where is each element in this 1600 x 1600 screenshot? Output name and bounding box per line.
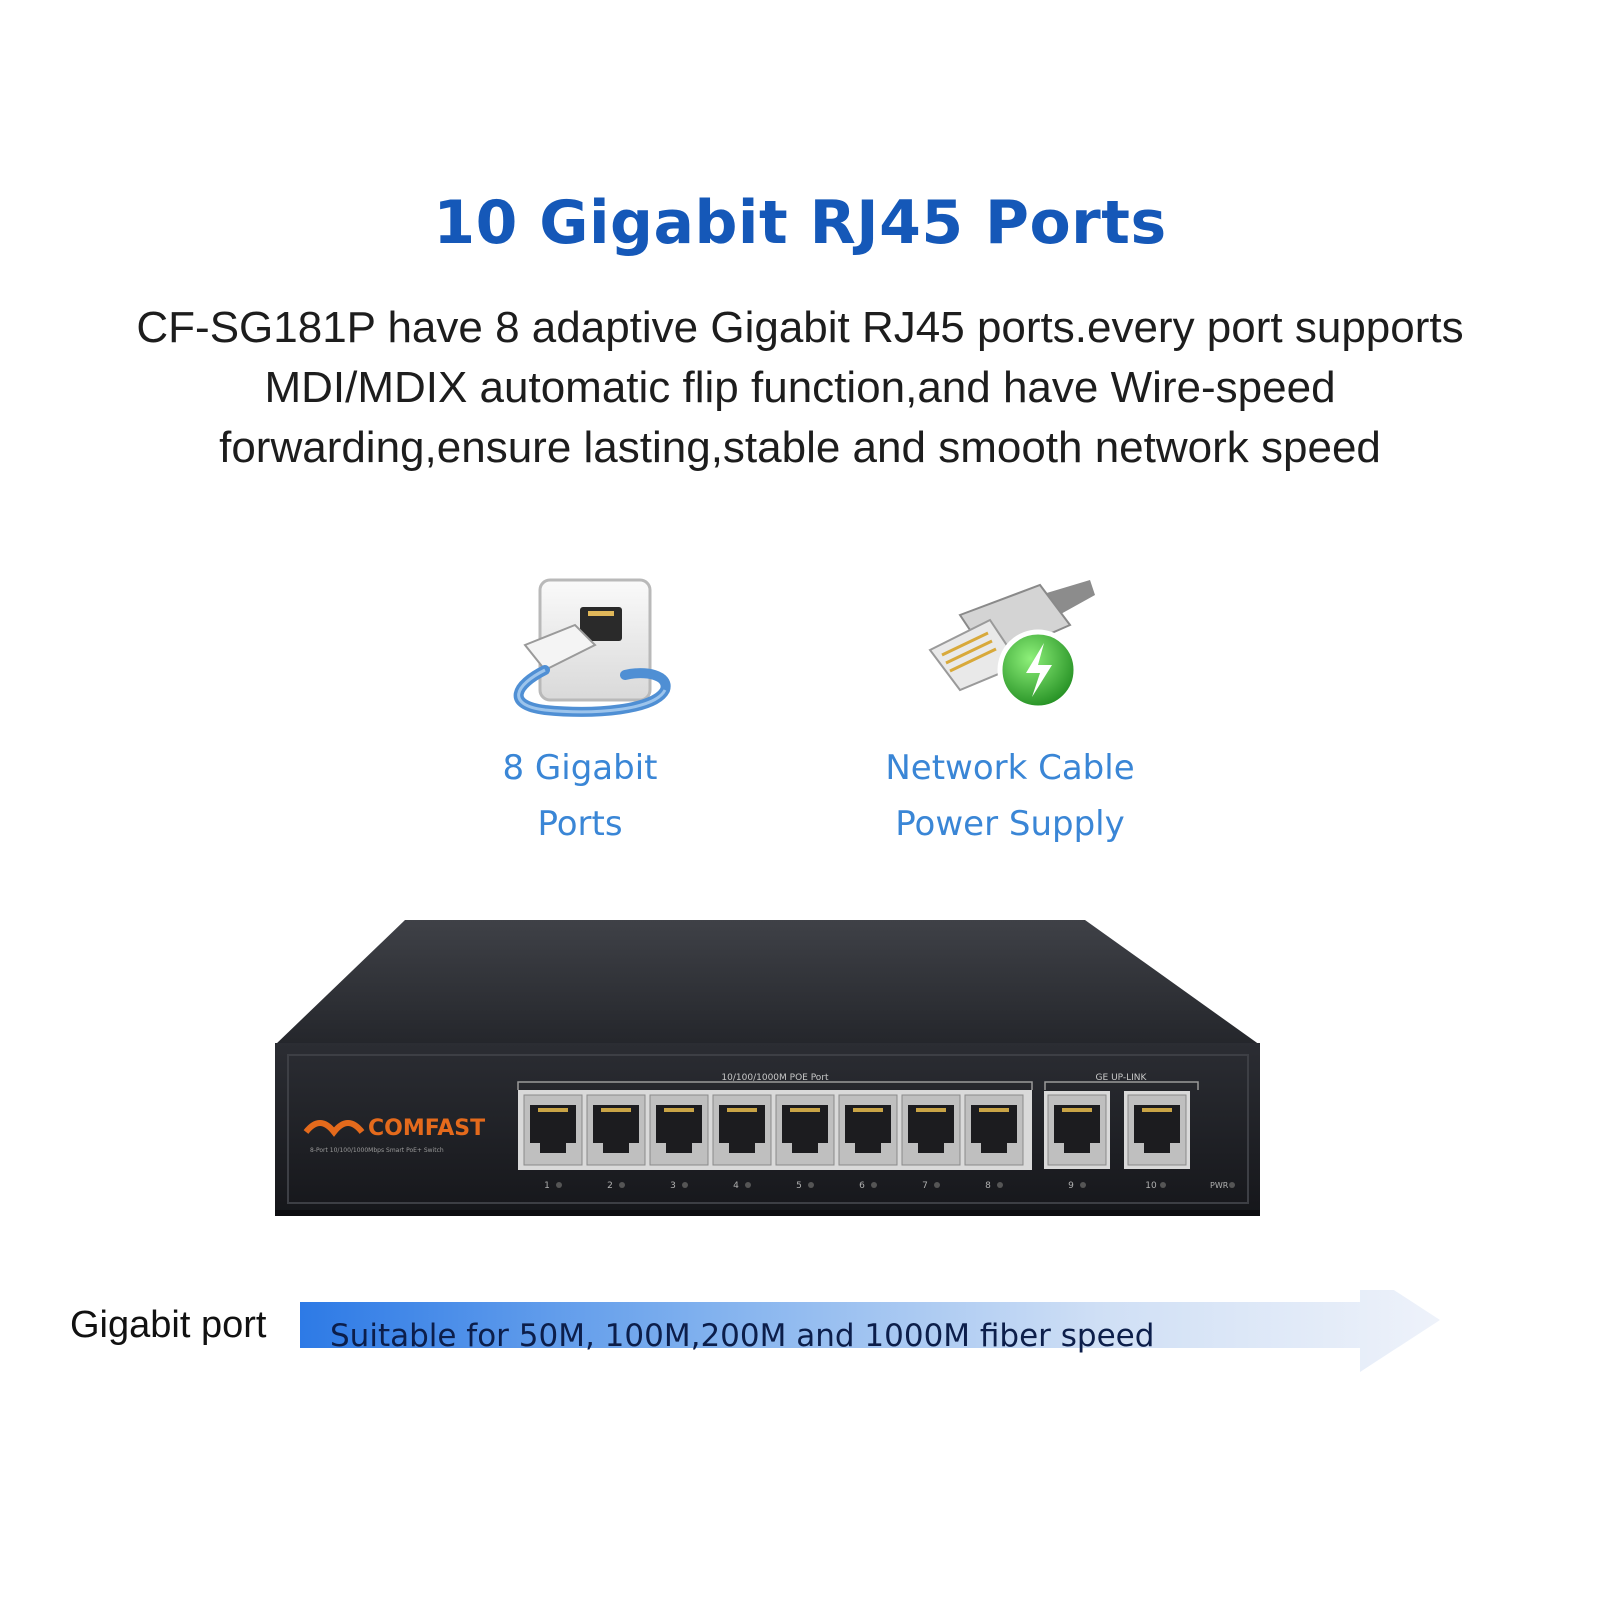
speed-bar-text: Suitable for 50M, 100M,200M and 1000M fi… <box>330 1318 1155 1354</box>
power-label: PWR <box>1210 1181 1229 1190</box>
port-led <box>682 1182 688 1188</box>
port-led <box>619 1182 625 1188</box>
description: CF-SG181P have 8 adaptive Gigabit RJ45 p… <box>20 298 1580 478</box>
ethernet-port-icon <box>513 578 671 717</box>
speed-arrow-bar <box>300 1290 1440 1372</box>
port-led <box>934 1182 940 1188</box>
poe-group-label: 10/100/1000M POE Port <box>721 1073 829 1083</box>
port-led <box>556 1182 562 1188</box>
feature-label: Power Supply <box>895 804 1125 844</box>
feature-label: Network Cable <box>885 748 1135 788</box>
rj45-port <box>1044 1091 1110 1169</box>
model-caption: 8-Port 10/100/1000Mbps Smart PoE+ Switch <box>310 1147 444 1154</box>
port-number: 7 <box>922 1181 928 1191</box>
port-led <box>871 1182 877 1188</box>
description-line: MDI/MDIX automatic flip function,and hav… <box>264 363 1336 412</box>
port-number: 8 <box>985 1181 991 1191</box>
rj45-port <box>586 1094 646 1166</box>
brand-logo: COMFAST 8-Port 10/100/1000Mbps Smart PoE… <box>303 1116 485 1154</box>
network-switch-image: COMFAST 8-Port 10/100/1000Mbps Smart PoE… <box>275 920 1260 1216</box>
port-led <box>997 1182 1003 1188</box>
feature-label: Ports <box>537 804 623 844</box>
feature-network-cable-power: Network Cable Power Supply <box>860 740 1160 852</box>
rj45-port <box>901 1094 961 1166</box>
port-led <box>1160 1182 1166 1188</box>
uplink-group-label: GE UP-LINK <box>1096 1073 1148 1083</box>
port-number: 4 <box>733 1181 739 1191</box>
feature-label: 8 Gigabit <box>502 748 658 788</box>
port-number: 2 <box>607 1181 613 1191</box>
feature-gigabit-ports: 8 Gigabit Ports <box>460 740 700 852</box>
description-line: CF-SG181P have 8 adaptive Gigabit RJ45 p… <box>136 303 1464 352</box>
page-title: 10 Gigabit RJ45 Ports <box>433 188 1167 258</box>
port-group: 1 2 3 4 5 6 7 8 9 10 <box>523 1091 1190 1191</box>
speed-bar-label: Gigabit port <box>70 1304 267 1346</box>
port-number: 3 <box>670 1181 676 1191</box>
port-number: 1 <box>544 1181 550 1191</box>
rj45-port <box>523 1094 583 1166</box>
rj45-port <box>649 1094 709 1166</box>
rj45-port <box>964 1094 1024 1166</box>
port-number: 5 <box>796 1181 802 1191</box>
rj45-power-icon <box>928 580 1095 711</box>
port-number: 9 <box>1068 1181 1074 1191</box>
port-number: 6 <box>859 1181 865 1191</box>
port-led <box>808 1182 814 1188</box>
rj45-port <box>775 1094 835 1166</box>
port-led <box>745 1182 751 1188</box>
description-line: forwarding,ensure lasting,stable and smo… <box>219 423 1381 472</box>
brand-name: COMFAST <box>368 1116 485 1141</box>
rj45-port <box>1124 1091 1190 1169</box>
port-number: 10 <box>1145 1181 1157 1191</box>
rj45-port <box>712 1094 772 1166</box>
port-led <box>1080 1182 1086 1188</box>
rj45-port <box>838 1094 898 1166</box>
